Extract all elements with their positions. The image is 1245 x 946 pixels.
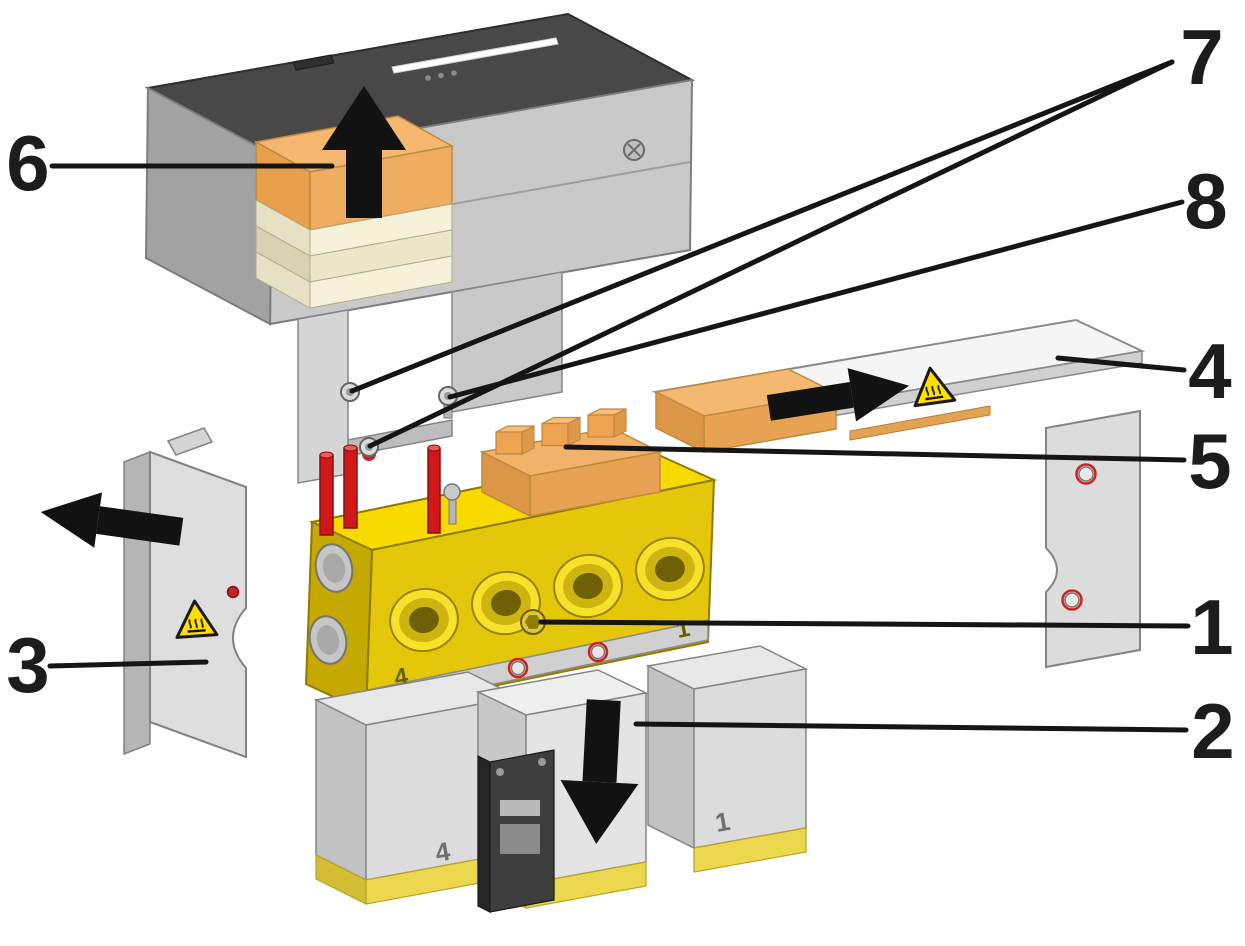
top-cover-assembly — [651, 318, 1146, 669]
plate-side-face — [123, 450, 151, 756]
left-cover-plate — [123, 427, 247, 759]
valve-station-marking-left: 4 — [433, 836, 453, 868]
mounting-pin — [427, 444, 441, 534]
callout-label-6: 6 — [6, 119, 49, 207]
comb-tooth — [541, 416, 581, 447]
comb-tooth — [495, 425, 535, 455]
side-cap — [308, 615, 348, 665]
enclosure-left-face — [144, 86, 274, 326]
screw-slot — [627, 143, 641, 157]
manifold-port — [635, 536, 705, 602]
lid-vent-dot — [438, 72, 444, 79]
plate-screw — [226, 585, 240, 599]
callout-label-2: 2 — [1191, 687, 1234, 775]
leader-line-1 — [538, 619, 1191, 629]
leader-line-7a — [349, 59, 1175, 394]
side-bracket — [1045, 409, 1141, 669]
up-arrow-icon — [322, 86, 406, 218]
rail-screw-red — [507, 657, 529, 679]
bracket-screw — [1061, 589, 1083, 611]
comb-tooth — [587, 408, 627, 438]
comb-base-left — [481, 450, 531, 518]
mounting-pin — [319, 451, 334, 536]
callout-label-7: 7 — [1180, 13, 1223, 101]
valve-block-right — [645, 645, 809, 873]
right-arrow-icon — [766, 368, 910, 422]
side-cap — [314, 543, 354, 593]
leader-lines — [47, 59, 1191, 733]
spacer-comb — [479, 408, 663, 518]
hex-screw — [520, 609, 546, 635]
callout-label-8: 8 — [1184, 157, 1227, 245]
manifold-port — [553, 553, 623, 619]
leader-line-5 — [563, 444, 1187, 463]
lid-label-strip — [391, 37, 559, 74]
mounting-pins — [319, 444, 461, 536]
manifold-port — [389, 587, 459, 653]
leader-line-2 — [633, 721, 1189, 733]
leader-line-4 — [1055, 355, 1187, 373]
plate-top-tab — [166, 427, 214, 456]
module-layer — [255, 251, 311, 309]
callout-label-3: 3 — [6, 621, 49, 709]
rail-screw-red — [587, 641, 609, 663]
callout-label-5: 5 — [1188, 417, 1231, 505]
electrical-connector — [477, 749, 555, 913]
callout-labels: 6 7 8 4 5 1 2 3 — [6, 13, 1234, 775]
valve-station-marking-right: 1 — [713, 806, 732, 838]
left-arrow-icon — [40, 492, 184, 548]
mounting-pin — [343, 444, 358, 529]
leader-line-8 — [447, 199, 1185, 400]
stud-bolt — [443, 483, 461, 525]
callout-label-4: 4 — [1188, 327, 1231, 415]
bracket-screw — [1075, 463, 1097, 485]
lid-vent-dot — [425, 75, 431, 81]
cover-slot-sliver — [849, 405, 991, 441]
valve-blocks: 4 1 — [313, 645, 809, 913]
callout-label-1: 1 — [1190, 583, 1233, 671]
lid-vent-dot — [451, 70, 457, 76]
down-arrow-icon — [560, 699, 639, 844]
leader-line-3 — [47, 659, 209, 669]
manifold-block: 4 1 — [304, 450, 718, 714]
lid-latch-slot — [292, 54, 335, 71]
